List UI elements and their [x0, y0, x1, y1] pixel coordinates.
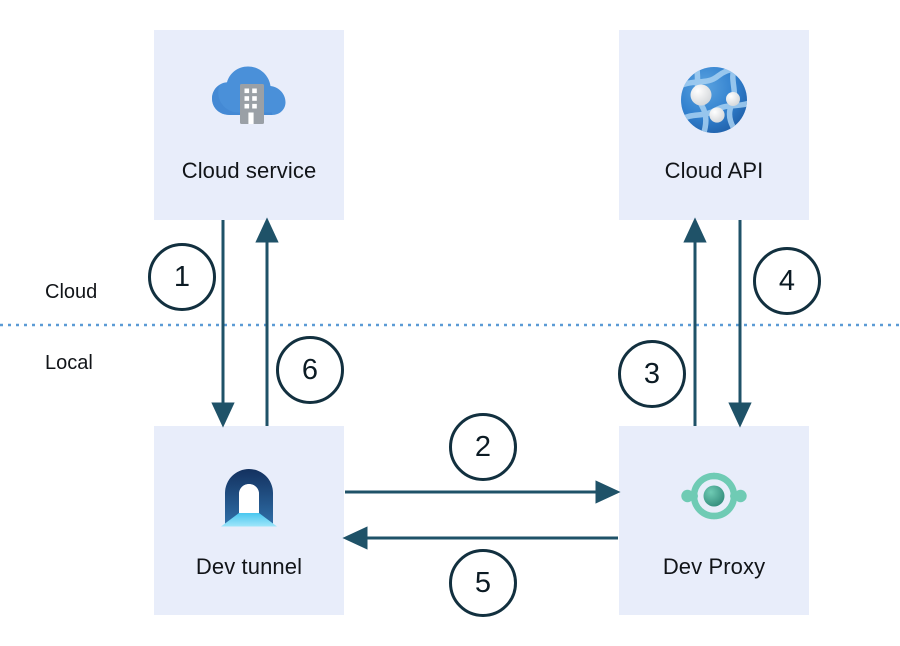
- proxy-target-icon: [681, 472, 747, 520]
- globe-network-icon: [681, 67, 747, 133]
- step-badge-3: 3: [618, 340, 686, 408]
- zone-label-local: Local: [45, 352, 93, 374]
- node-label-cloud-service: Cloud service: [181, 158, 317, 183]
- tunnel-icon: [221, 469, 277, 527]
- cloud-building-icon: [212, 66, 286, 124]
- step-badge-1: 1: [148, 243, 216, 311]
- zone-label-cloud: Cloud: [45, 281, 98, 303]
- node-label-cloud-api: Cloud API: [664, 158, 764, 183]
- node-label-dev-proxy: Dev Proxy: [662, 554, 766, 579]
- step-badge-6: 6: [276, 336, 344, 404]
- step-badge-4: 4: [753, 247, 821, 315]
- node-label-dev-tunnel: Dev tunnel: [195, 554, 303, 579]
- node-dev-proxy[interactable]: Dev Proxy: [619, 426, 809, 615]
- node-cloud-api[interactable]: Cloud API: [619, 30, 809, 220]
- node-cloud-service[interactable]: Cloud service: [154, 30, 344, 220]
- step-badge-2: 2: [449, 413, 517, 481]
- node-dev-tunnel[interactable]: Dev tunnel: [154, 426, 344, 615]
- step-badge-5: 5: [449, 549, 517, 617]
